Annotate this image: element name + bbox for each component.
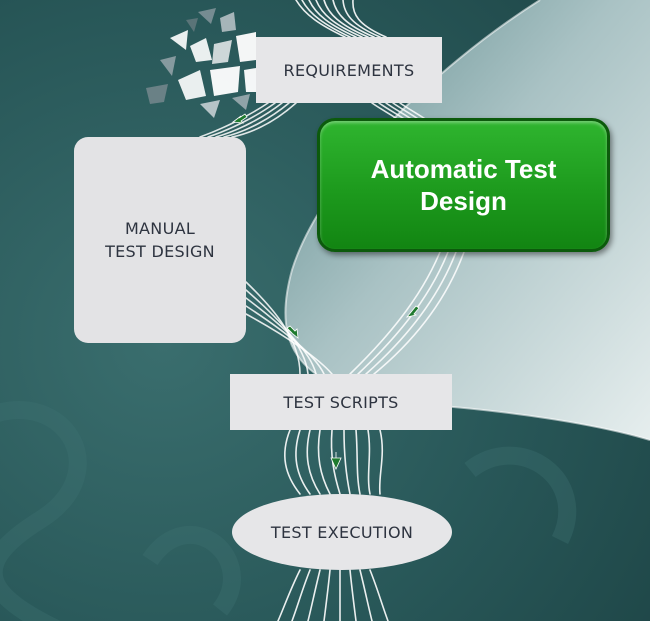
- manual-test-design-node: MANUAL TEST DESIGN: [74, 137, 246, 343]
- arrow-manual-to-scripts: [286, 325, 299, 339]
- test-execution-label: TEST EXECUTION: [270, 522, 414, 542]
- shard-cluster-icon: [146, 8, 256, 118]
- test-scripts-node: TEST SCRIPTS: [230, 374, 452, 430]
- ribbon-auto-to-scripts: [349, 251, 465, 375]
- automatic-test-design-label: Automatic Test Design: [370, 154, 557, 216]
- ribbon-top: [295, 0, 387, 38]
- flow-arrows: [231, 113, 420, 470]
- requirements-label: REQUIREMENTS: [283, 60, 415, 80]
- arrow-scripts-to-exec: [330, 452, 342, 470]
- ribbon-manual-to-scripts: [245, 281, 333, 375]
- wave-edge: [284, 0, 650, 441]
- ribbon-bottom: [277, 569, 389, 621]
- flow-ribbons: [199, 0, 465, 621]
- texture-swirls: [0, 401, 576, 621]
- arrow-req-to-manual: [231, 113, 248, 124]
- test-execution-node: TEST EXECUTION: [232, 494, 452, 570]
- arrow-auto-to-scripts: [405, 305, 420, 318]
- manual-test-design-label: MANUAL TEST DESIGN: [105, 219, 215, 261]
- test-scripts-label: TEST SCRIPTS: [283, 392, 399, 412]
- ribbon-scripts-to-exec: [284, 429, 384, 495]
- requirements-node: REQUIREMENTS: [256, 37, 442, 103]
- automatic-test-design-node: Automatic Test Design: [317, 118, 610, 252]
